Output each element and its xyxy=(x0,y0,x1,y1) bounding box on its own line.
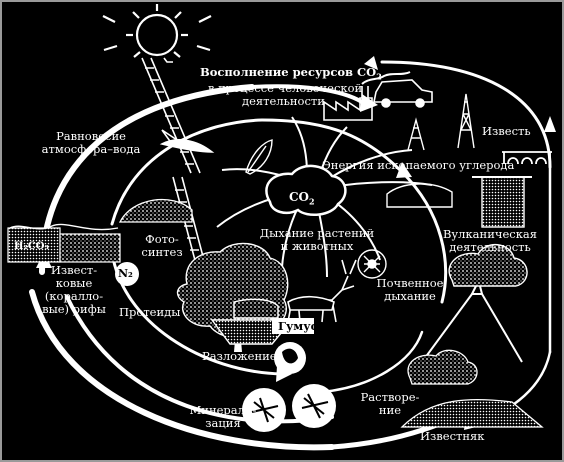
deer-icon xyxy=(287,259,357,323)
humus-label: Гумус xyxy=(278,319,318,333)
equilibrium-label: Равновесие атмосфера–вода xyxy=(41,129,141,156)
sunlight-ray xyxy=(141,57,201,174)
co2-label: CO2 xyxy=(289,190,315,207)
human-activity-line2: в процессе человеческой xyxy=(208,81,363,95)
volcanic-activity-label: Вулканическая деятельность xyxy=(442,227,538,254)
title-text: Восполнение ресурсов CO xyxy=(200,65,377,79)
co2-blob xyxy=(265,164,347,217)
humus-block xyxy=(210,318,314,345)
decomposition-circle xyxy=(274,342,306,374)
water-blocks xyxy=(7,223,121,263)
lime-kiln-icon xyxy=(502,151,552,165)
mineralization-circles xyxy=(242,384,336,432)
lime-label: Известь xyxy=(482,124,531,138)
mineralization-label: Минерали- зация xyxy=(189,403,257,430)
h2co3-label: H₂CO₃ xyxy=(14,241,49,252)
limestone-deposit xyxy=(400,349,544,428)
respiration-label: Дыхание растений и животных xyxy=(259,226,375,253)
n2-circle xyxy=(115,262,139,286)
limestone-label: Известняк xyxy=(420,429,485,443)
plant-tufts-icon xyxy=(118,198,193,223)
dissolution-label: Растворе- ние xyxy=(360,390,420,417)
photosynthesis-label: Фото- синтез xyxy=(141,232,183,259)
n2-label: N₂ xyxy=(118,267,133,280)
fossil-energy-label: Энергия ископаемого углерода xyxy=(322,158,515,172)
soil-respiration-label: Почвенное дыхание xyxy=(376,276,444,303)
coral-reefs-label: Извест- ковые (коралло- вые) рифы xyxy=(42,263,106,316)
proteins-label: Протеиды xyxy=(119,305,181,319)
car-icon xyxy=(373,79,433,108)
oil-derrick-icon xyxy=(407,93,475,151)
insect-icon xyxy=(357,249,387,279)
leaf-icon xyxy=(245,139,273,175)
fossil-deposit-icon xyxy=(386,176,532,228)
human-activity-title: Восполнение ресурсов CO2 xyxy=(200,66,382,83)
factory-icon xyxy=(323,71,411,121)
human-activity-line3: деятельности xyxy=(242,94,325,108)
title-subscript: 2 xyxy=(376,71,382,82)
sun-icon xyxy=(102,4,212,58)
bird-icon xyxy=(159,129,215,153)
volcano-icon xyxy=(421,244,528,363)
decomposition-label: Разложение xyxy=(202,349,277,363)
